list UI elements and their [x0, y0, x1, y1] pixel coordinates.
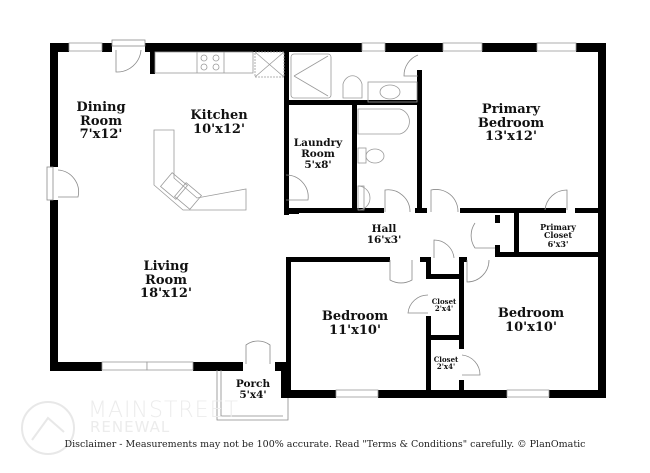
room-label-hall: Hall 16'x3' — [366, 223, 402, 247]
door-swing — [115, 49, 142, 73]
room-name: Bedroom — [321, 309, 389, 324]
disclaimer-text: Disclaimer - Measurements may not be 100… — [64, 439, 586, 450]
stove-burner — [212, 63, 220, 71]
room-label-closet-1: Closet 2'x4' — [432, 298, 457, 313]
shower — [290, 53, 332, 99]
door-swing — [407, 294, 429, 314]
door-swing — [466, 259, 490, 283]
door-swing — [433, 239, 455, 259]
room-size: 5'x8' — [304, 159, 332, 172]
room-size: 16'x3' — [366, 234, 402, 247]
room-name: Closet — [431, 297, 457, 306]
room-name: Room — [301, 148, 335, 161]
room-size: 10'x10' — [505, 319, 557, 335]
window — [146, 361, 194, 371]
door-swing — [470, 222, 495, 249]
door-swing — [57, 169, 79, 198]
window — [442, 42, 483, 52]
stove-burner — [212, 54, 220, 62]
room-size: 7'x12' — [79, 127, 123, 143]
room-size: 10'x12' — [193, 121, 245, 137]
door-swing — [384, 189, 411, 213]
toilet — [365, 148, 385, 164]
room-label-primary-bedroom: Primary Bedroom 13'x12' — [478, 103, 544, 144]
room-label-dining: Dining Room 7'x12' — [76, 101, 125, 142]
door-swing — [430, 189, 459, 213]
window — [361, 42, 386, 52]
room-name: Kitchen — [190, 108, 248, 123]
door-swing — [461, 354, 481, 376]
room-name: Closet — [433, 355, 459, 364]
room-size: 11'x10' — [329, 322, 381, 338]
room-label-bedroom-2: Bedroom 10'x10' — [498, 307, 564, 334]
mainstreet-logo-icon — [21, 401, 75, 455]
vanity — [367, 81, 418, 103]
room-size: 2'x4' — [436, 362, 456, 372]
room-label-laundry: Laundry Room 5'x8' — [293, 137, 343, 172]
sink — [173, 182, 203, 210]
sink — [159, 172, 189, 200]
bathtub — [357, 108, 410, 135]
window — [335, 389, 379, 398]
room-size: 13'x12' — [485, 129, 537, 145]
kitchen-island — [153, 129, 247, 211]
door-swing — [403, 54, 419, 77]
walls — [50, 43, 606, 398]
window — [506, 389, 550, 398]
room-name: Room — [80, 113, 122, 129]
room-name: Primary — [540, 222, 576, 232]
room-label-kitchen: Kitchen 10'x12' — [190, 109, 247, 136]
room-name: Hall — [371, 223, 397, 235]
room-label-bedroom-1: Bedroom 11'x10' — [322, 310, 388, 337]
room-label-living: Living Room 18'x12' — [140, 260, 192, 301]
room-size: 5'x4' — [239, 389, 267, 402]
room-name: Primary — [481, 102, 541, 117]
doors — [46, 39, 568, 421]
toilet — [342, 75, 363, 99]
room-name: Bedroom — [497, 306, 565, 321]
watermark-subbrand: RENEWAL — [90, 418, 171, 436]
door-swing — [389, 260, 413, 284]
room-name: Porch — [235, 378, 271, 390]
stove-burner — [200, 63, 208, 71]
window — [68, 42, 103, 52]
room-name: Room — [145, 272, 187, 288]
room-label-closet-2: Closet 2'x4' — [434, 356, 459, 371]
door-swing — [245, 340, 271, 364]
sink-basin — [357, 185, 371, 211]
counter — [154, 51, 254, 74]
watermark-brand: MAINSTREET — [88, 398, 239, 423]
room-size: 18'x12' — [140, 286, 192, 302]
porch-outline — [216, 370, 289, 421]
fixtures — [153, 51, 418, 211]
sink-basin — [379, 84, 401, 100]
room-label-porch: Porch 5'x4' — [235, 378, 271, 402]
room-name: Living — [143, 259, 189, 274]
room-label-primary-closet: Primary Closet 6'x3' — [540, 222, 576, 249]
window — [101, 361, 148, 371]
room-name: Dining — [76, 100, 126, 115]
room-name: Closet — [543, 230, 573, 241]
door-swing — [544, 189, 568, 211]
stove-burner — [200, 54, 208, 62]
window — [536, 42, 577, 52]
door-swing — [285, 174, 309, 201]
room-size: 6'x3' — [547, 238, 569, 249]
room-size: 2'x4' — [434, 304, 454, 314]
windows — [68, 42, 577, 398]
room-name: Laundry — [293, 137, 343, 149]
room-name: Bedroom — [477, 115, 545, 131]
